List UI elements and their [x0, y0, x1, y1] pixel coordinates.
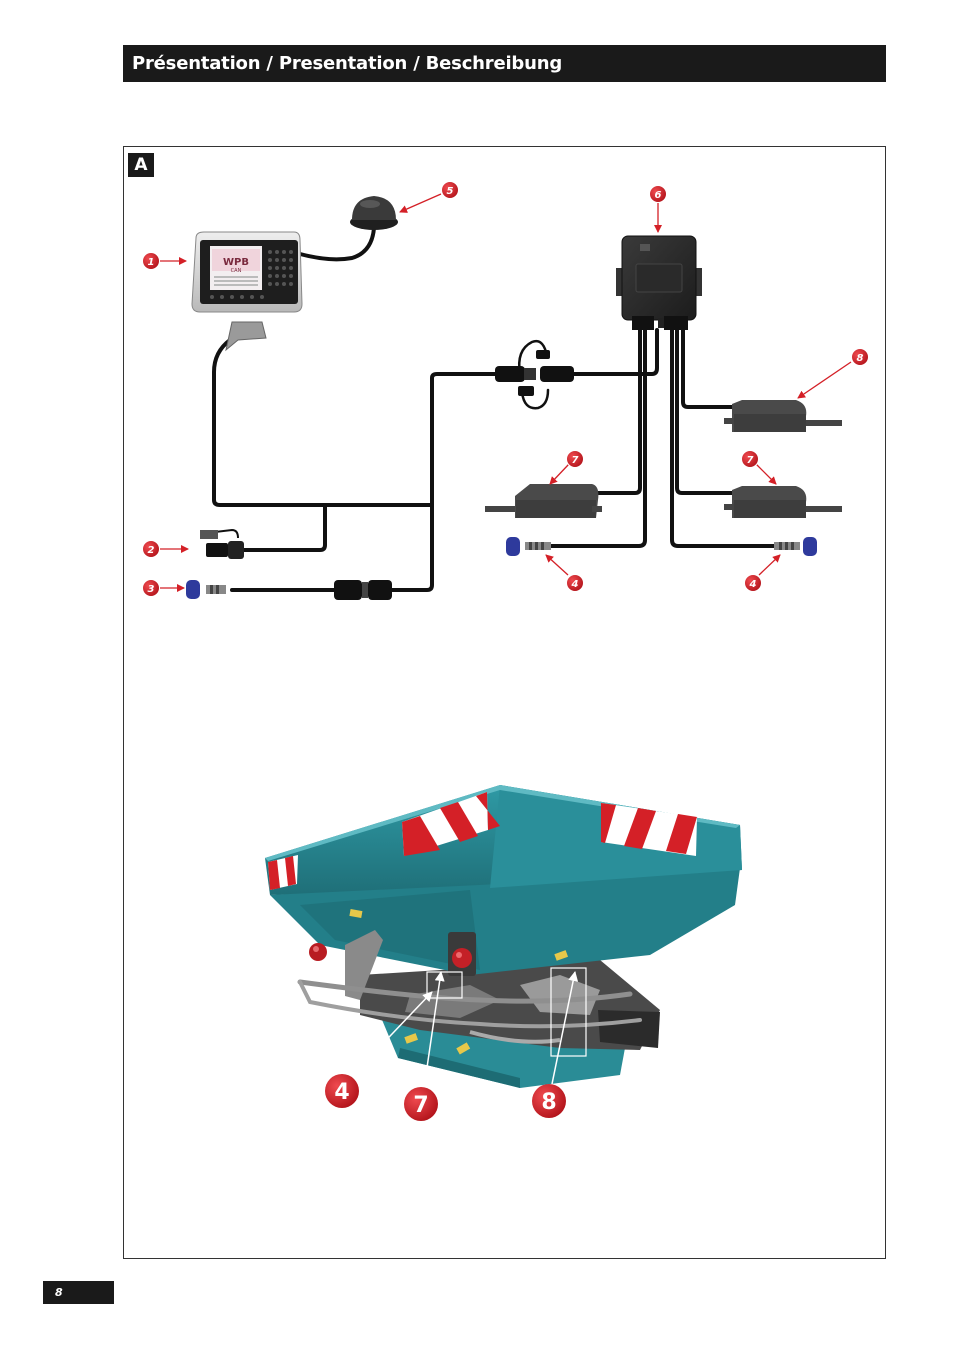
photo-callout-4: 4 [325, 1074, 359, 1108]
callout-2: 2 [142, 540, 160, 558]
control-console: WPB CAN [191, 231, 303, 352]
console-keypad [210, 250, 293, 299]
svg-text:6: 6 [655, 190, 662, 201]
section-header: Présentation / Presentation / Beschreibu… [123, 45, 886, 82]
actuator-8 [724, 400, 842, 432]
section-title: Présentation / Presentation / Beschreibu… [132, 53, 563, 74]
cable-ecu-actuator-left [595, 328, 642, 495]
cable-y-ecu [572, 328, 659, 376]
svg-text:4: 4 [571, 579, 579, 590]
callout-7b: 7 [741, 450, 759, 468]
fertilizer-spreader-illustration: 4 7 8 [265, 785, 742, 1121]
cable-network [212, 226, 779, 592]
photo-leader-arrows [352, 971, 579, 1089]
photo-callouts: 4 7 8 [325, 1074, 566, 1121]
cable-ecu-actuator-right [675, 328, 737, 495]
y-connector [495, 350, 574, 396]
actuator-7-left [485, 484, 602, 518]
callout-7a: 7 [566, 450, 584, 468]
cable-ecu-sensor-right [670, 328, 779, 548]
hopper-sensor-left [506, 537, 551, 556]
svg-text:3: 3 [148, 584, 155, 595]
actuator-7-right [724, 486, 842, 518]
callout-8: 8 [851, 348, 869, 366]
svg-text:1: 1 [148, 257, 155, 268]
cable-console-antenna [298, 226, 376, 262]
callout-arrows [160, 193, 852, 592]
hazard-plate-front-left [402, 792, 500, 856]
callout-3: 3 [142, 579, 160, 597]
callout-badges: 1 2 3 4 4 5 6 7 7 8 [142, 181, 869, 597]
hazard-plate-side [268, 855, 298, 890]
gps-antenna [350, 196, 398, 230]
cable-to-connector-3 [390, 503, 434, 592]
callout-4a: 4 [566, 574, 584, 592]
svg-text:8: 8 [541, 1090, 556, 1115]
cable-trunk-y [430, 372, 499, 507]
figure-letter-label: A [128, 153, 154, 177]
svg-text:7: 7 [413, 1093, 428, 1118]
svg-text:7: 7 [572, 455, 579, 466]
svg-text:4: 4 [334, 1080, 349, 1105]
console-screen-subtext: CAN [231, 268, 242, 274]
hazard-plate-front-right [601, 803, 697, 856]
rear-light-left [309, 943, 327, 961]
hopper-sensor-right [774, 537, 817, 556]
inline-connector [334, 580, 392, 600]
photo-callout-8: 8 [532, 1084, 566, 1118]
svg-text:7: 7 [747, 455, 754, 466]
photo-callout-7: 7 [404, 1087, 438, 1121]
cable-to-speed-sensor [240, 503, 327, 552]
callout-4b: 4 [744, 574, 762, 592]
wheel-sensor-3 [186, 580, 226, 599]
cable-y-loop-top [518, 339, 548, 376]
speed-sensor-connector [200, 528, 244, 559]
callout-5: 5 [441, 181, 459, 199]
cable-y-loop-bottom [520, 388, 550, 410]
cable-console-trunk [212, 338, 434, 507]
ecu-control-box [616, 235, 702, 330]
svg-text:4: 4 [749, 579, 757, 590]
cable-ecu-actuator-8 [681, 328, 737, 409]
rear-light-center [448, 932, 476, 976]
console-mount-plug [225, 321, 267, 352]
callout-6: 6 [649, 185, 667, 203]
console-screen-brand: WPB [223, 257, 249, 268]
cable-ecu-sensor-left [549, 328, 647, 548]
page-number: 8 [43, 1281, 114, 1304]
figure-frame [123, 146, 886, 1259]
svg-text:8: 8 [857, 353, 864, 364]
svg-text:5: 5 [447, 186, 454, 197]
svg-text:2: 2 [148, 545, 155, 556]
callout-1: 1 [142, 252, 160, 270]
